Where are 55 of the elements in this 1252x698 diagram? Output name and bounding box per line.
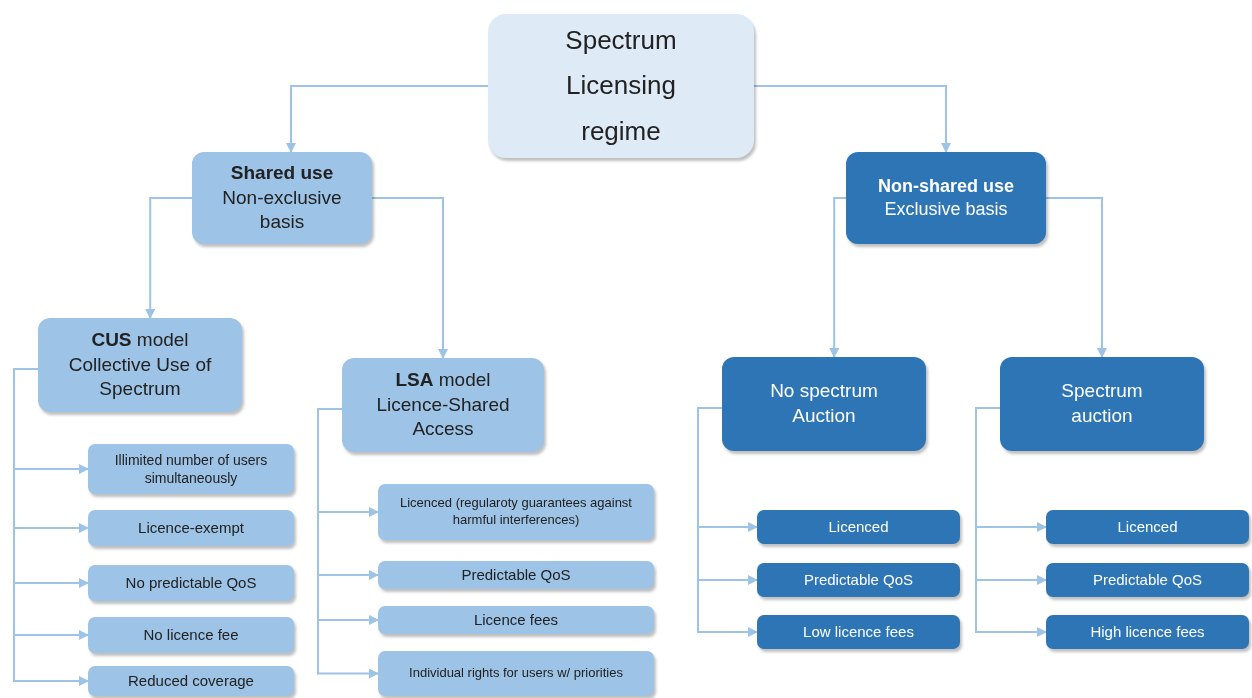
connector-arrow [371,197,448,359]
model-box [38,318,242,412]
connector-arrow [145,197,193,319]
root-box [488,14,754,158]
box-text: Non-exclusive basis [221,185,343,235]
feature-box [378,561,654,589]
box-text: Licenced [1117,517,1178,537]
box-text: Licenced [828,517,889,537]
feature-box [1046,510,1249,544]
feature-box [378,651,654,696]
feature-box [1046,563,1249,597]
connector-arrow [753,85,951,153]
feature-box [378,606,654,634]
box-text: No licence fee [143,625,239,645]
box-text: Exclusive basis [884,198,1008,221]
connector-arrow [1045,197,1107,358]
box-text: Reduced coverage [128,671,254,691]
connector-arrow [975,407,1047,637]
model-box [722,357,926,451]
connector-arrow [317,408,379,679]
box-text: Spectrum auction [1060,379,1144,428]
model-box [342,358,544,452]
box-text: Spectrum Licensing regime [564,23,678,148]
box-text: Individual rights for users w/ priorities [409,665,623,682]
model-box [1000,357,1204,451]
box-text: High licence fees [1090,622,1205,642]
box-text: Licence fees [473,610,559,630]
feature-box [88,666,294,696]
box-text: Predictable QoS [1092,570,1203,590]
box-text: Licence-exempt [138,518,244,538]
feature-box [757,510,960,544]
box-text: No spectrum Auction [769,379,879,428]
box-heading: Non-shared use [878,174,1014,198]
box-heading: Shared use [230,160,334,185]
box-text: Low licence fees [803,622,914,642]
box-text: Illimited number of users simultaneously [113,450,269,488]
feature-box [1046,615,1249,649]
box-text: Licenced (regularoty guarantees against harmful interferences) [399,495,633,529]
box-text: CUS model Collective Use of Spectrum [67,327,213,402]
category-box [846,152,1046,244]
feature-box [88,565,294,601]
box-text: Predictable QoS [803,570,914,590]
feature-box [88,510,294,546]
feature-box [88,444,294,494]
box-text: LSA model Licence-Shared Access [375,367,511,442]
connector-arrow [286,85,489,153]
feature-box [757,615,960,649]
box-text: Predictable QoS [461,565,571,585]
feature-box [88,617,294,653]
category-box [192,152,372,244]
connector-arrow [829,197,847,358]
feature-box [378,484,654,540]
connector-arrow [697,407,758,637]
box-text: No predictable QoS [125,573,257,593]
feature-box [757,563,960,597]
